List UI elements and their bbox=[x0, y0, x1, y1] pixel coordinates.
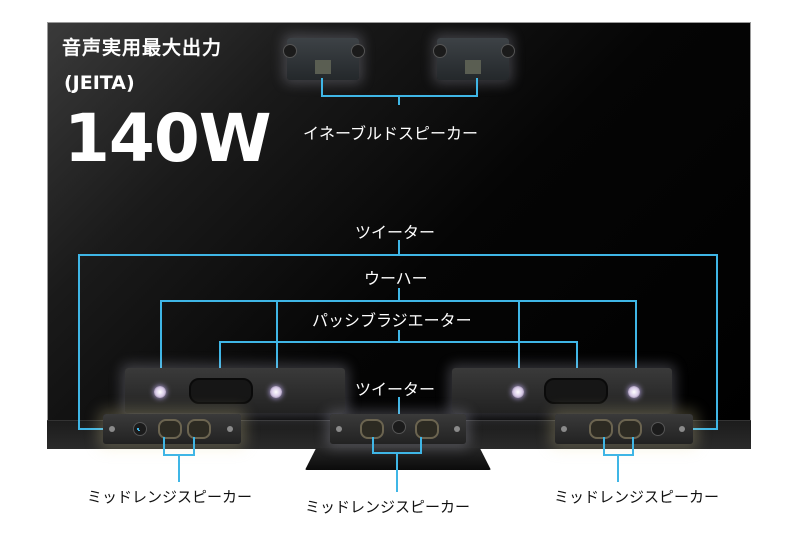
leader-line bbox=[398, 288, 400, 301]
leader-line bbox=[398, 95, 400, 105]
label-tweeter-outer: ツイーター bbox=[355, 223, 436, 242]
leader-line bbox=[576, 341, 578, 385]
midrange-unit-left bbox=[103, 414, 241, 444]
leader-line bbox=[321, 78, 323, 96]
leader-line bbox=[603, 437, 605, 455]
leader-line bbox=[163, 437, 165, 455]
midrange-unit-center bbox=[330, 414, 466, 444]
leader-line bbox=[398, 240, 400, 255]
leader-line bbox=[635, 300, 637, 386]
tv-stand bbox=[305, 448, 491, 470]
woofer-unit-left bbox=[125, 368, 345, 413]
leader-line bbox=[276, 300, 278, 386]
label-enabled-speaker: イネーブルドスピーカー bbox=[303, 124, 479, 143]
label-tweeter-center: ツイーター bbox=[355, 380, 436, 399]
leader-line bbox=[617, 454, 619, 482]
leader-line bbox=[632, 437, 634, 455]
jeita-standard: (JEITA) bbox=[64, 72, 135, 94]
leader-line bbox=[420, 437, 422, 453]
label-midrange-left: ミッドレンジスピーカー bbox=[87, 488, 253, 506]
max-output-title: 音声実用最大出力 bbox=[62, 37, 223, 59]
label-midrange-center: ミッドレンジスピーカー bbox=[305, 498, 471, 516]
leader-line bbox=[193, 437, 195, 455]
leader-line bbox=[219, 341, 578, 343]
enabled-speaker-right bbox=[433, 38, 515, 80]
leader-line bbox=[178, 454, 180, 482]
enabled-speaker-left bbox=[283, 38, 365, 80]
label-woofer: ウーハー bbox=[364, 269, 428, 288]
leader-line bbox=[716, 254, 718, 430]
leader-line bbox=[138, 430, 140, 431]
label-midrange-right: ミッドレンジスピーカー bbox=[554, 488, 720, 506]
power-value: 140W bbox=[64, 100, 272, 177]
leader-line bbox=[372, 437, 374, 453]
leader-line bbox=[78, 254, 80, 430]
woofer-unit-right bbox=[452, 368, 672, 413]
leader-line bbox=[219, 341, 221, 385]
midrange-unit-right bbox=[555, 414, 693, 444]
leader-line bbox=[160, 300, 162, 386]
leader-line bbox=[398, 330, 400, 342]
leader-line bbox=[396, 452, 398, 492]
leader-line bbox=[160, 300, 637, 302]
label-passive-radiator: パッシブラジエーター bbox=[312, 311, 472, 330]
leader-line bbox=[518, 300, 520, 386]
leader-line bbox=[78, 254, 718, 256]
leader-line bbox=[398, 397, 400, 417]
leader-line bbox=[137, 428, 139, 430]
leader-line bbox=[476, 78, 478, 96]
